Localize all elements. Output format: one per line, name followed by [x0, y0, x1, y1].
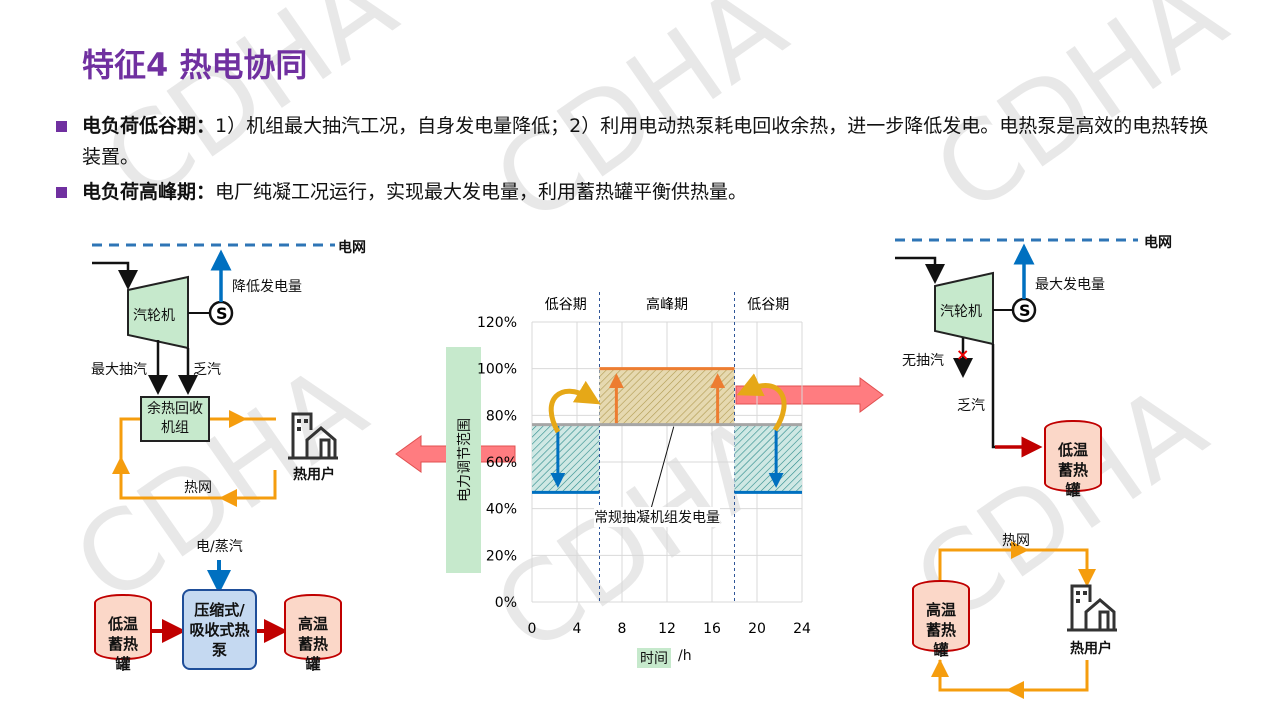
low-temp-tank: 低温蓄热罐 [94, 594, 152, 673]
heat-user-label: 热用户 [293, 467, 335, 483]
svg-text:S: S [1019, 301, 1031, 320]
y-tick-label: 100% [477, 362, 517, 378]
svg-text:S: S [216, 304, 228, 323]
shift-arrow [548, 380, 601, 434]
svg-text:×: × [956, 345, 969, 364]
x-tick-label: 0 [528, 621, 537, 637]
bullet-text: 电厂纯凝工况运行，实现最大发电量，利用蓄热罐平衡供热量。 [215, 181, 748, 203]
grid-label: 电网 [1144, 235, 1172, 251]
x-tick-label: 4 [573, 621, 582, 637]
baseline-label: 常规抽凝机组发电量 [594, 507, 720, 527]
x-axis-unit: /h [678, 648, 692, 664]
heat-pump: 压缩式/吸收式热泵 [182, 589, 257, 670]
shift-arrow [736, 373, 787, 432]
period-label: 高峰期 [646, 296, 688, 313]
valley-area [734, 424, 802, 493]
x-axis-label: 时间 [637, 648, 671, 668]
y-tick-label: 120% [477, 315, 517, 331]
y-tick-label: 20% [486, 548, 517, 564]
turbine-label: 汽轮机 [133, 308, 175, 324]
baseline-leader [649, 426, 675, 513]
period-label: 低谷期 [545, 297, 587, 313]
exhaust-steam-label: 乏汽 [957, 398, 985, 414]
turbine-label: 汽轮机 [940, 304, 982, 320]
heat-network-label: 热网 [184, 480, 212, 496]
heat-user-label: 热用户 [1070, 641, 1112, 657]
reduce-generation-label: 降低发电量 [232, 279, 302, 295]
y-tick-label: 40% [486, 502, 517, 518]
bullet-valley: 电负荷低谷期：1）机组最大抽汽工况，自身发电量降低；2）利用电动热泵耗电回收余热… [56, 111, 1216, 173]
y-tick-label: 80% [486, 408, 517, 424]
bullet-text: 1）机组最大抽汽工况，自身发电量降低；2）利用电动热泵耗电回收余热，进一步降低发… [82, 115, 1209, 168]
heat-network-label: 热网 [1002, 533, 1030, 549]
bullet-head: 电负荷低谷期： [82, 115, 216, 137]
bullet-head: 电负荷高峰期： [82, 181, 216, 203]
x-tick-label: 12 [658, 621, 676, 637]
exhaust-steam-label: 乏汽 [193, 362, 221, 378]
x-tick-label: 16 [703, 621, 721, 637]
max-extraction-label: 最大抽汽 [91, 362, 147, 378]
y-tick-label: 0% [495, 595, 517, 611]
period-label: 低谷期 [747, 297, 789, 313]
electricity-steam-label: 电/蒸汽 [196, 539, 243, 555]
building-icon [1067, 584, 1117, 632]
bullet-peak: 电负荷高峰期：电厂纯凝工况运行，实现最大发电量，利用蓄热罐平衡供热量。 [56, 177, 1216, 208]
grid-label: 电网 [338, 240, 366, 256]
x-tick-label: 20 [748, 621, 766, 637]
max-generation-label: 最大发电量 [1035, 277, 1105, 293]
y-tick-label: 60% [486, 455, 517, 471]
high-temp-tank: 高温蓄热罐 [912, 580, 970, 659]
x-tick-label: 8 [618, 621, 627, 637]
no-extraction-label: 无抽汽 [902, 353, 944, 369]
peak-area [599, 368, 735, 425]
valley-area [532, 424, 600, 493]
heat-recovery-unit: 余热回收机组 [140, 396, 210, 442]
high-temp-tank: 高温蓄热罐 [284, 594, 342, 673]
x-tick-label: 24 [793, 621, 811, 637]
ylabel-bg [446, 347, 481, 573]
building-icon [288, 412, 338, 460]
low-temp-tank: 低温蓄热罐 [1044, 420, 1102, 499]
page-title: 特征4 热电协同 [82, 46, 308, 84]
